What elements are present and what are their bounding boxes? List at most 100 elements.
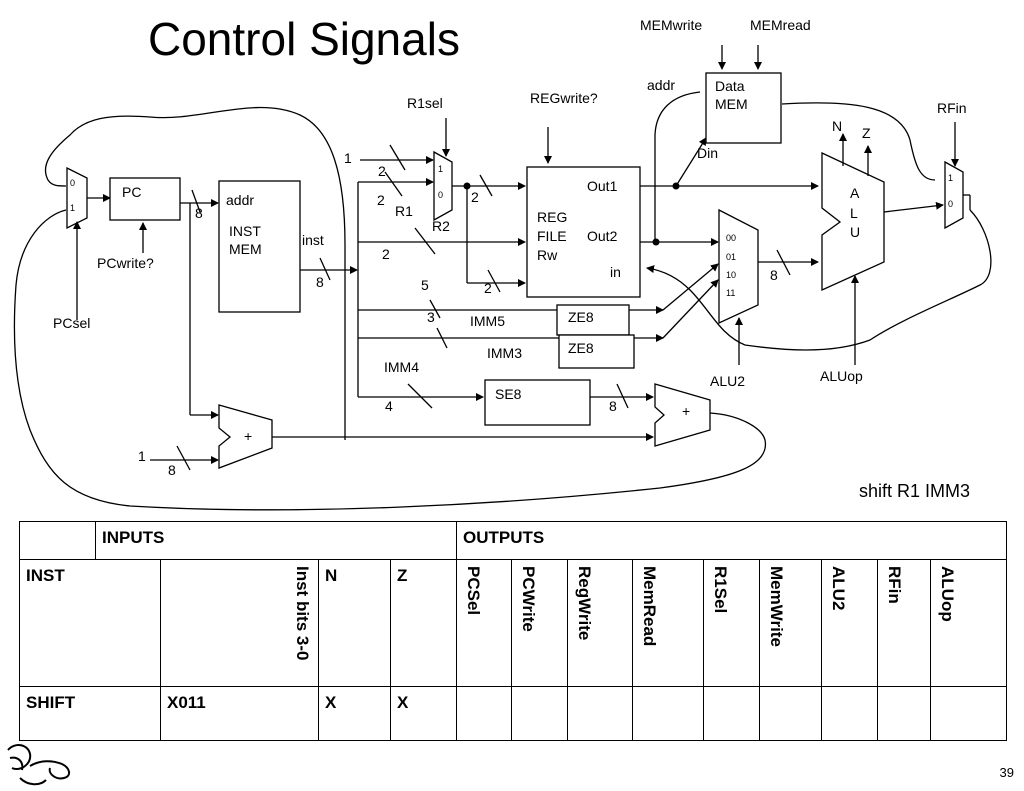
branch-adder — [654, 383, 711, 447]
branch-adder-plus: + — [682, 403, 690, 419]
pcwrite-label: PCwrite? — [97, 255, 154, 271]
inputs-header: INPUTS — [94, 521, 458, 560]
col-alu2-header: ALU2 — [821, 559, 879, 687]
r1sel-header-text: R1Sel — [711, 566, 731, 614]
alu — [821, 151, 885, 292]
data-mem-label-1: Data — [715, 78, 745, 94]
col-n-header: N — [318, 559, 391, 687]
r1-bus-slash — [384, 171, 403, 197]
out2-label: Out2 — [587, 228, 618, 244]
out2-junction-dot — [652, 238, 660, 246]
alu-out-wire — [883, 201, 944, 213]
branch-feedback-wire — [13, 209, 767, 511]
alu2-mux-input-00: 00 — [726, 233, 736, 243]
ze8-imm5-label: ZE8 — [568, 309, 594, 325]
z-flag-label: Z — [862, 125, 871, 141]
r1-constant-slash — [389, 144, 406, 171]
memwrite-label: MEMwrite — [640, 17, 702, 33]
row-regwrite-cell[interactable] — [567, 686, 634, 741]
r1-select-mux — [433, 150, 453, 222]
ze8-imm5-to-mux-wire — [662, 263, 719, 311]
inst-mem-addr-label: addr — [226, 192, 254, 208]
col-memwrite-header: MemWrite — [759, 559, 823, 687]
row-pcwrite-cell[interactable] — [511, 686, 569, 741]
rw-bus-slash — [487, 269, 501, 293]
data-mem-label-2: MEM — [715, 96, 748, 112]
col-inst-header: INST — [19, 559, 161, 687]
se8-width-label: 8 — [609, 398, 617, 414]
rfin-feedback-wire — [781, 102, 936, 181]
alu2-mux — [718, 208, 759, 325]
diagram-caption: shift R1 IMM3 — [859, 481, 970, 501]
se8-bus-slash — [616, 383, 629, 409]
alu2-mux-input-10: 10 — [726, 270, 736, 280]
pc-increment-adder — [218, 404, 273, 469]
r1sel-label: R1sel — [407, 95, 443, 111]
rfin-mux — [944, 160, 964, 230]
increment-bus-slash — [176, 445, 191, 471]
row-alu2-cell[interactable] — [821, 686, 879, 741]
imm5-width-label: 5 — [421, 277, 429, 293]
r2-bus-slash — [414, 227, 436, 255]
col-r1sel-header: R1Sel — [703, 559, 761, 687]
imm4-label: IMM4 — [384, 359, 419, 375]
out1-label: Out1 — [587, 178, 618, 194]
table-corner-cell — [19, 521, 96, 560]
pc-register — [109, 177, 181, 221]
imm5-bus-slash — [429, 299, 441, 319]
page-number: 39 — [999, 765, 1014, 780]
inst-bits-header-text: Inst bits 3-0 — [293, 566, 312, 661]
row-inst-bits-cell: X011 — [160, 686, 319, 741]
increment-const-label: 1 — [138, 448, 146, 464]
regwrite-label: REGwrite? — [530, 90, 598, 106]
increment-width-label: 8 — [168, 462, 176, 478]
inst-label: inst — [302, 232, 324, 248]
table-row: SHIFT X011 X X — [19, 686, 1008, 741]
const-one-width: 2 — [378, 163, 386, 179]
pcsel-header-text: PCSel — [464, 566, 484, 616]
outputs-header: OUTPUTS — [456, 521, 1008, 560]
pc-feedback-wire — [44, 106, 346, 440]
inst-mem-label-2: MEM — [229, 241, 262, 257]
regwrite-header-text: RegWrite — [575, 566, 595, 641]
row-rfin-cell[interactable] — [877, 686, 932, 741]
reg-file — [526, 166, 641, 298]
r1-field-label: R1 — [395, 203, 413, 219]
row-memwrite-cell[interactable] — [759, 686, 823, 741]
din-label: Din — [697, 145, 718, 161]
pc-bus-slash — [191, 189, 201, 213]
pc-mux — [66, 166, 88, 230]
col-memread-header: MemRead — [632, 559, 705, 687]
col-regwrite-header: RegWrite — [567, 559, 634, 687]
row-aluop-cell[interactable] — [930, 686, 1008, 741]
imm3-width-label: 3 — [427, 309, 435, 325]
alu-label-a: A — [850, 185, 860, 201]
reg-file-label-3: Rw — [537, 247, 558, 263]
se8-box — [484, 379, 591, 426]
control-signal-table: INPUTS OUTPUTS INST Inst bits 3-0 N Z PC… — [19, 521, 1008, 741]
pcsel-label: PCsel — [53, 315, 90, 331]
imm4-bus-slash — [407, 383, 433, 409]
pc-label: PC — [122, 184, 141, 200]
row-r1sel-cell[interactable] — [703, 686, 761, 741]
r1-mux-input-1: 1 — [438, 164, 443, 174]
din-wire — [675, 137, 707, 187]
rw-width-label: 2 — [484, 280, 492, 296]
memread-label: MEMread — [750, 17, 811, 33]
inst-bus-slash — [319, 257, 331, 281]
alu2-label: ALU2 — [710, 373, 745, 389]
alu2-mux-input-01: 01 — [726, 252, 736, 262]
aluop-header-text: ALUop — [938, 566, 958, 622]
row-pcsel-cell[interactable] — [456, 686, 513, 741]
alu2-header-text: ALU2 — [829, 566, 849, 611]
logo-icon — [7, 744, 70, 786]
alu-label-u: U — [850, 224, 860, 240]
row-memread-cell[interactable] — [632, 686, 705, 741]
in-port-label: in — [610, 264, 621, 280]
reg-file-label-1: REG — [537, 209, 567, 225]
r1-select-width: 2 — [471, 189, 479, 205]
row-inst-cell: SHIFT — [19, 686, 161, 741]
memwrite-header-text: MemWrite — [767, 566, 787, 647]
r1-width-label: 2 — [377, 192, 385, 208]
